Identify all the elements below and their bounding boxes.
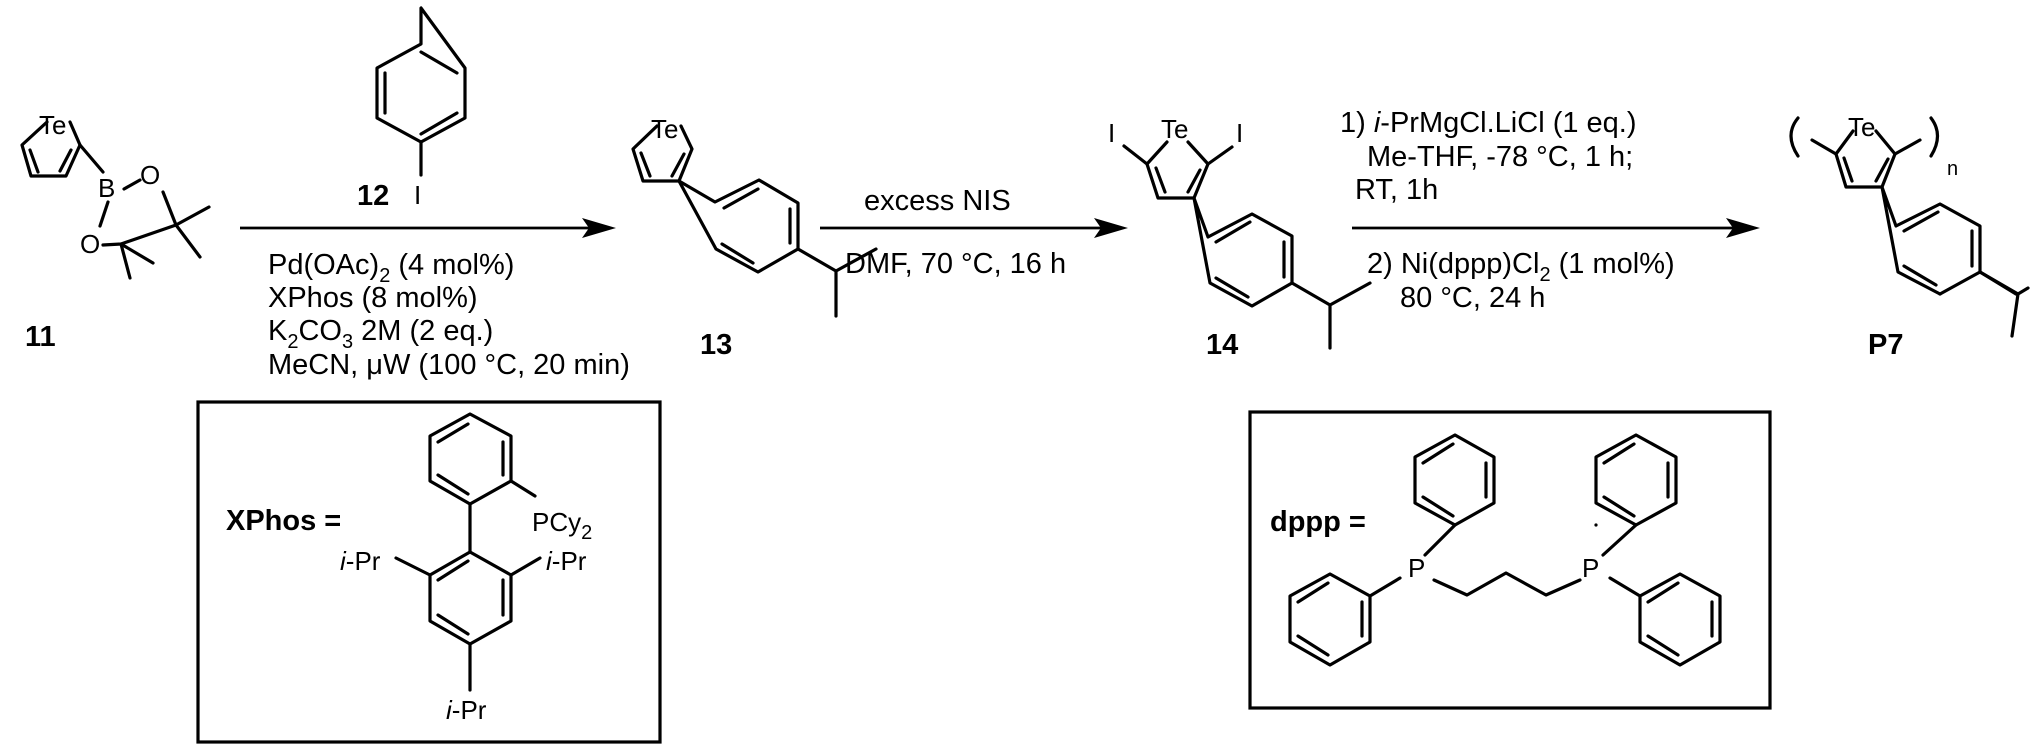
- atom-te: Te: [651, 114, 678, 144]
- compound-label-14: 14: [1206, 329, 1238, 361]
- step3-line-1: 1) i-PrMgCl.LiCl (1 eq.): [1340, 107, 1637, 139]
- dppp-structure-box: dppp = P P: [1248, 410, 1772, 710]
- condition-ligand: XPhos (8 mol%): [268, 282, 478, 314]
- step2-conditions: DMF, 70 °C, 16 h: [845, 248, 1066, 280]
- step2-reagent: excess NIS: [864, 185, 1011, 217]
- step1-conditions: Pd(OAc)2 (4 mol%) XPhos (8 mol%) K2CO3 2…: [268, 249, 630, 381]
- compound-label-11: 11: [25, 321, 56, 353]
- atom-o: O: [80, 229, 100, 259]
- atom-te: Te: [1161, 114, 1188, 144]
- condition-solvent: MeCN, μW (100 °C, 20 min): [268, 349, 630, 381]
- compound-14: Te I I 14: [1108, 114, 1372, 361]
- xphos-structure-box: XPhos = PCy2 i-Pr i-Pr i-Pr: [196, 400, 662, 744]
- condition-catalyst: Pd(OAc)2 (4 mol%): [268, 249, 514, 287]
- atom-b: B: [98, 173, 115, 203]
- reaction-arrow-2: [820, 218, 1128, 238]
- repeat-unit-subscript: n: [1947, 158, 1958, 180]
- compound-label-p7: P7: [1868, 329, 1903, 361]
- step3-line-5: 80 °C, 24 h: [1400, 282, 1545, 314]
- atom-p: P: [1408, 553, 1425, 583]
- step3-line-3: RT, 1h: [1355, 174, 1438, 206]
- atom-i: I: [1108, 118, 1115, 148]
- atom-o: O: [140, 160, 160, 190]
- step3-conditions: 1) i-PrMgCl.LiCl (1 eq.) Me-THF, -78 °C,…: [1340, 107, 1675, 314]
- xphos-label: XPhos =: [226, 505, 341, 537]
- reaction-arrow-1: [240, 218, 616, 238]
- atom-i: I: [414, 180, 421, 210]
- ipr-group: i-Pr: [546, 546, 587, 576]
- compound-13: Te 13: [631, 114, 878, 361]
- atom-te: Te: [1848, 112, 1875, 142]
- compound-label-13: 13: [700, 329, 732, 361]
- atom-p: P: [1582, 553, 1599, 583]
- reaction-arrow-3: [1352, 218, 1760, 238]
- step3-line-4: 2) Ni(dppp)Cl2 (1 mol%): [1367, 248, 1675, 286]
- pcy2-group: PCy2: [532, 507, 592, 544]
- atom-te: Te: [39, 110, 66, 140]
- compound-11: Te B O O 11: [20, 110, 211, 353]
- ipr-group: i-Pr: [446, 695, 487, 725]
- dppp-label: dppp =: [1270, 506, 1366, 538]
- compound-12: I 12: [357, 6, 467, 212]
- polymer-p7: Te n P7: [1789, 112, 2030, 361]
- compound-label-12: 12: [357, 180, 389, 212]
- atom-i: I: [1236, 118, 1243, 148]
- ipr-group: i-Pr: [340, 546, 381, 576]
- step3-line-2: Me-THF, -78 °C, 1 h;: [1367, 141, 1633, 173]
- condition-base: K2CO3 2M (2 eq.): [268, 315, 493, 353]
